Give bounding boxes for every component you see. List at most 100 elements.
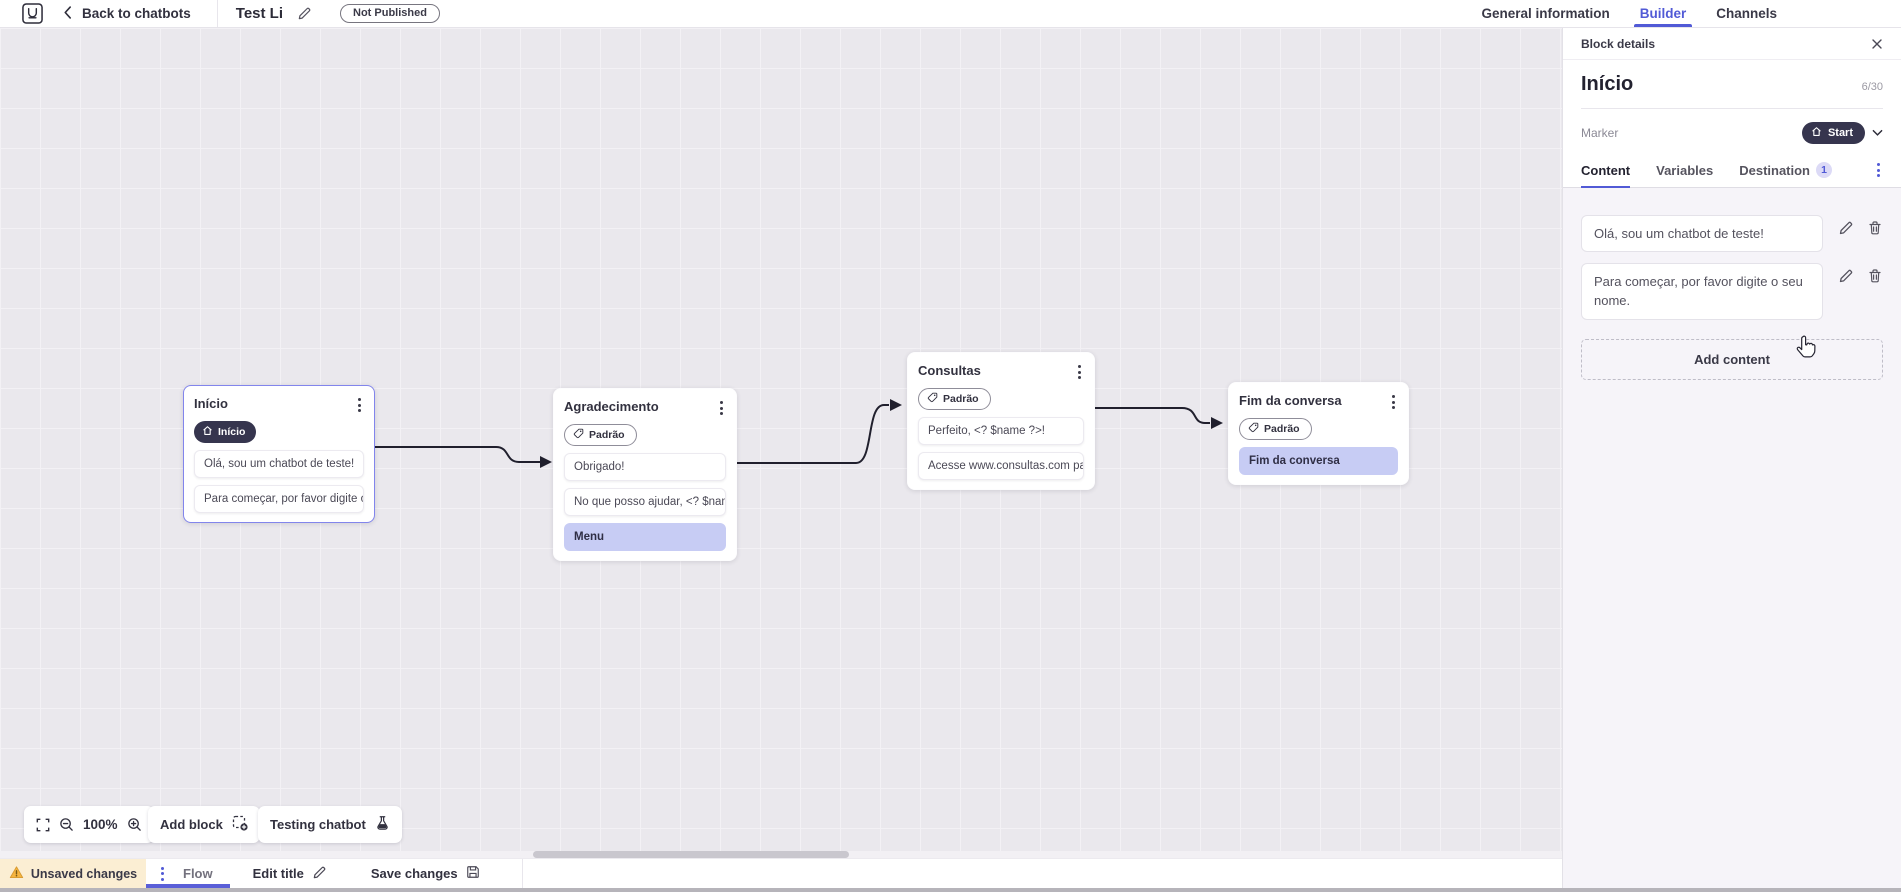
tab-channels[interactable]: Channels xyxy=(1716,6,1777,21)
block-details-panel: Block details Início 6/30 Marker Start C… xyxy=(1562,28,1901,888)
block-end-item[interactable]: Fim da conversa xyxy=(1239,447,1398,475)
tab-destination[interactable]: Destination 1 xyxy=(1739,153,1833,187)
content-message-card[interactable]: Para começar, por favor digite o seu nom… xyxy=(1581,263,1823,320)
fit-screen-icon[interactable] xyxy=(36,818,50,832)
block-message[interactable]: Para começar, por favor digite o ... xyxy=(194,485,364,513)
start-pill: Start xyxy=(1801,122,1865,144)
tab-variables[interactable]: Variables xyxy=(1656,153,1713,187)
destination-count-badge: 1 xyxy=(1816,162,1833,178)
close-icon[interactable] xyxy=(1871,38,1883,50)
tab-variables-label: Variables xyxy=(1656,162,1714,178)
flow-block-fim-da-conversa[interactable]: Fim da conversa Padrão Fim da conversa xyxy=(1228,382,1409,485)
panel-header: Block details xyxy=(1563,28,1901,60)
block-message[interactable]: No que posso ajudar, <? $name ... xyxy=(564,488,726,516)
tag-pill-label: Padrão xyxy=(943,393,979,405)
edit-title-button[interactable]: Edit title xyxy=(253,865,327,883)
marker-label: Marker xyxy=(1581,126,1619,140)
content-message-card[interactable]: Olá, sou um chatbot de teste! xyxy=(1581,215,1823,253)
block-message[interactable]: Acesse www.consultas.com par... xyxy=(918,452,1084,480)
flow-tab-underline xyxy=(146,884,230,888)
block-name-row: Início 6/30 xyxy=(1563,60,1901,96)
zoom-toolbar: 100% xyxy=(24,806,154,843)
testing-chatbot-button[interactable]: Testing chatbot xyxy=(258,806,402,843)
add-block-button[interactable]: Add block xyxy=(148,806,260,843)
tag-pill-label: Padrão xyxy=(1264,423,1300,435)
tag-icon xyxy=(1248,422,1259,436)
tag-pill: Padrão xyxy=(564,424,637,446)
block-name-field[interactable]: Início xyxy=(1581,73,1634,95)
block-menu-icon[interactable] xyxy=(355,396,364,414)
marker-select[interactable]: Start xyxy=(1801,122,1883,144)
bottom-bar: Unsaved changes Flow Edit title Save cha… xyxy=(0,858,1562,888)
tag-icon xyxy=(573,428,584,442)
marker-row: Marker Start xyxy=(1563,109,1901,144)
add-content-button[interactable]: Add content xyxy=(1581,338,1883,380)
back-to-chatbots-label: Back to chatbots xyxy=(82,6,191,21)
tab-general-information[interactable]: General information xyxy=(1481,6,1610,21)
warning-icon xyxy=(9,865,24,883)
edit-content-icon[interactable] xyxy=(1838,268,1854,284)
save-icon xyxy=(466,865,480,882)
add-block-icon xyxy=(232,815,248,834)
content-row: Para começar, por favor digite o seu nom… xyxy=(1581,263,1883,320)
block-menu-icon[interactable] xyxy=(717,399,726,417)
bottom-gray-strip xyxy=(0,888,1901,892)
app-logo-icon[interactable] xyxy=(22,3,43,24)
block-message[interactable]: Olá, sou um chatbot de teste! xyxy=(194,450,364,478)
flow-block-inicio[interactable]: Início Início Olá, sou um chatbot de tes… xyxy=(183,385,375,523)
flow-block-agradecimento[interactable]: Agradecimento Padrão Obrigado! No que po… xyxy=(553,388,737,561)
start-pill-label: Start xyxy=(1827,127,1853,139)
chevron-down-icon xyxy=(1872,124,1883,142)
block-title: Fim da conversa xyxy=(1239,393,1342,408)
bottom-bar-divider xyxy=(521,859,523,888)
edit-content-icon[interactable] xyxy=(1838,220,1854,236)
tag-icon xyxy=(927,392,938,406)
block-menu-icon[interactable] xyxy=(1389,393,1398,411)
header-tabs: General information Builder Channels xyxy=(1481,0,1777,27)
block-name-underline xyxy=(1581,108,1883,109)
chevron-left-icon xyxy=(63,5,72,23)
flow-canvas[interactable]: Início Início Olá, sou um chatbot de tes… xyxy=(0,28,1562,858)
content-tab-body: Olá, sou um chatbot de teste! Para começ… xyxy=(1563,188,1901,888)
delete-content-icon[interactable] xyxy=(1867,220,1883,236)
flow-menu-icon[interactable] xyxy=(158,865,167,883)
edit-title-label: Edit title xyxy=(252,866,304,881)
top-header: Back to chatbots Test Li Not Published G… xyxy=(0,0,1901,28)
panel-tabs: Content Variables Destination 1 xyxy=(1563,153,1901,188)
block-menu-item[interactable]: Menu xyxy=(564,523,726,551)
tag-pill: Padrão xyxy=(918,388,991,410)
zoom-in-icon[interactable] xyxy=(127,817,142,832)
tag-pill-label: Padrão xyxy=(589,429,625,441)
edit-chatbot-title-icon[interactable] xyxy=(297,6,312,21)
add-block-label: Add block xyxy=(160,817,223,832)
marker-pill-label: Início xyxy=(218,426,246,438)
home-icon xyxy=(1811,126,1822,140)
unsaved-changes-banner: Unsaved changes xyxy=(0,859,146,888)
scrollbar-thumb[interactable] xyxy=(533,851,849,858)
home-icon xyxy=(202,425,213,439)
block-menu-icon[interactable] xyxy=(1075,363,1084,381)
zoom-out-icon[interactable] xyxy=(59,817,74,832)
block-message[interactable]: Obrigado! xyxy=(564,453,726,481)
tab-destination-label: Destination xyxy=(1739,162,1811,178)
header-left-group: Back to chatbots Test Li Not Published xyxy=(0,0,440,27)
tag-pill: Padrão xyxy=(1239,418,1312,440)
block-message[interactable]: Perfeito, <? $name ?>! xyxy=(918,417,1084,445)
flow-block-consultas[interactable]: Consultas Padrão Perfeito, <? $name ?>! … xyxy=(907,352,1095,490)
tab-content[interactable]: Content xyxy=(1581,153,1631,188)
char-counter: 6/30 xyxy=(1861,81,1883,93)
panel-menu-icon[interactable] xyxy=(1874,161,1883,179)
tab-builder[interactable]: Builder xyxy=(1633,0,1692,27)
content-row: Olá, sou um chatbot de teste! xyxy=(1581,215,1883,253)
tab-flow[interactable]: Flow xyxy=(183,866,213,881)
back-to-chatbots-button[interactable]: Back to chatbots xyxy=(63,5,191,23)
save-changes-button[interactable]: Save changes xyxy=(371,865,480,882)
pencil-icon xyxy=(312,865,327,883)
block-title: Início xyxy=(194,396,228,411)
save-changes-label: Save changes xyxy=(370,866,458,881)
flask-icon xyxy=(375,815,390,834)
block-title: Agradecimento xyxy=(564,399,659,414)
delete-content-icon[interactable] xyxy=(1867,268,1883,284)
header-divider xyxy=(216,0,218,27)
